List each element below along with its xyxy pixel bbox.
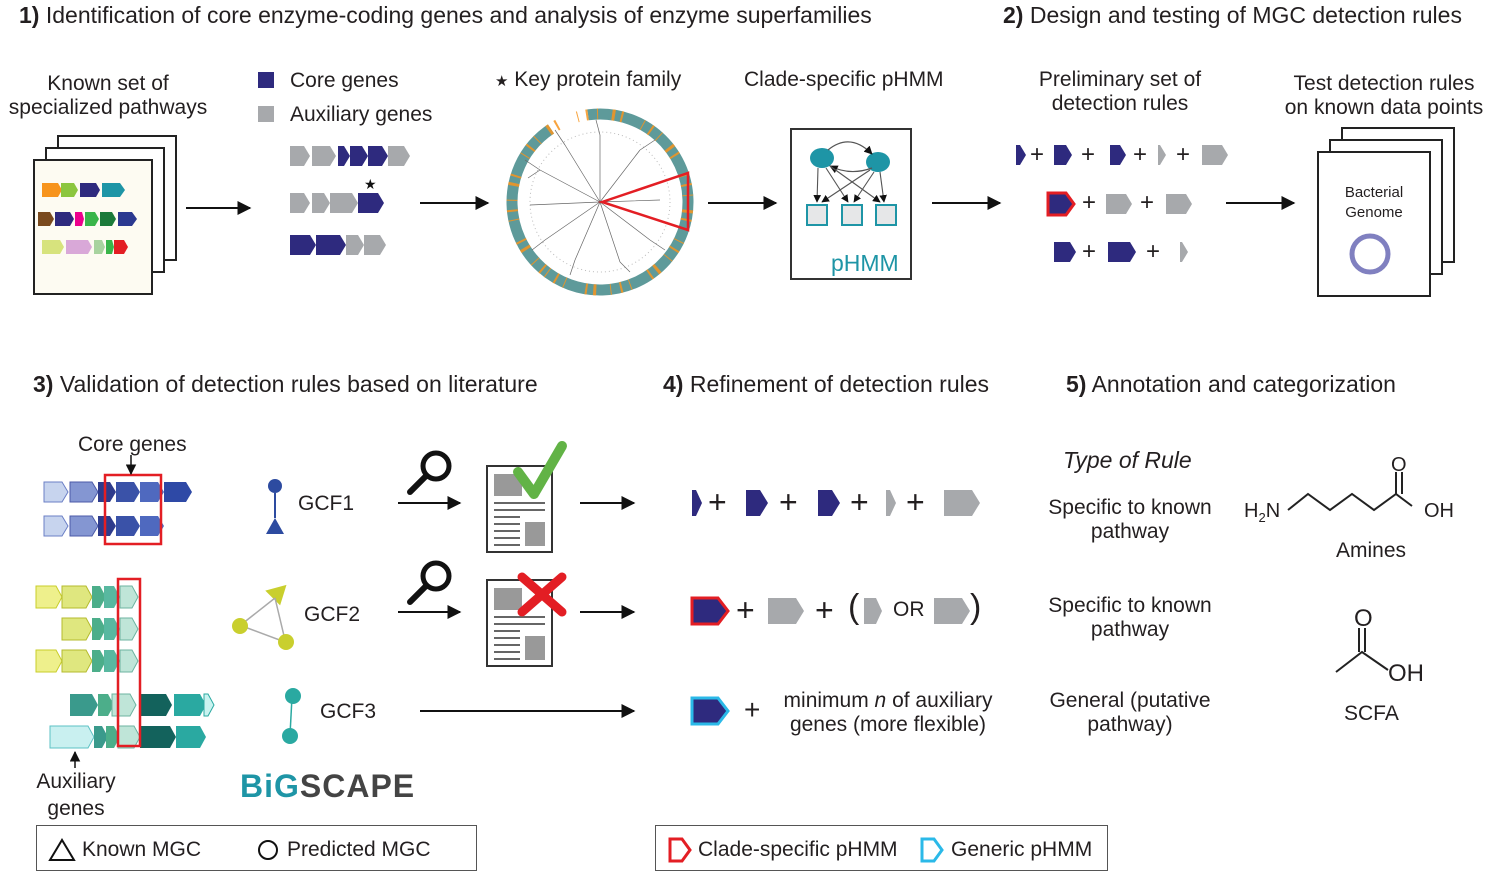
star-icon: ★ bbox=[495, 73, 509, 90]
section-4-title: 4) Refinement of detection rules bbox=[663, 371, 990, 397]
cross-icon bbox=[517, 572, 567, 617]
clade-specific-phmm-legend-label: Clade-specific pHMM bbox=[698, 838, 898, 861]
amine-oh-label: OH bbox=[1424, 500, 1454, 522]
preliminary-rules bbox=[1016, 145, 1228, 262]
plus-sign: + bbox=[744, 694, 761, 725]
triangle-icon bbox=[48, 838, 76, 861]
plus-sign: + bbox=[736, 592, 755, 628]
scfa-structure bbox=[1335, 628, 1389, 673]
checkmark-icon bbox=[513, 441, 567, 499]
core-genes-label: Core genes bbox=[78, 433, 187, 456]
red-arrow-icon bbox=[668, 837, 692, 863]
gcf2-network bbox=[232, 584, 294, 650]
plus-sign: + bbox=[1140, 189, 1155, 216]
plus-sign: + bbox=[779, 484, 798, 520]
bigscape-logo: BiGSCAPE bbox=[240, 768, 416, 804]
known-pathways-pages bbox=[33, 135, 177, 295]
bacterial-genome-pages bbox=[1317, 127, 1455, 297]
amine-structure bbox=[1287, 472, 1413, 512]
core-gene-swatch bbox=[258, 72, 274, 88]
plus-sign: + bbox=[850, 484, 869, 520]
section-2-title: 2) Design and testing of MGC detection r… bbox=[1003, 2, 1462, 28]
plus-sign: + bbox=[1176, 141, 1191, 168]
refined-rules bbox=[690, 490, 980, 726]
circle-icon bbox=[258, 840, 278, 860]
section-5-title: 5) Annotation and categorization bbox=[1066, 371, 1396, 397]
plus-sign: + bbox=[708, 484, 727, 520]
mgc-legend bbox=[36, 825, 477, 871]
gcf1-network bbox=[266, 479, 284, 534]
plus-sign: + bbox=[906, 484, 925, 520]
plus-sign: + bbox=[1082, 189, 1097, 216]
magnifier-icon bbox=[407, 560, 452, 605]
gcf2-label: GCF2 bbox=[304, 603, 361, 626]
section-1-title: 1) Identification of core enzyme-coding … bbox=[19, 2, 872, 28]
core-genes-label: Core genes bbox=[290, 69, 399, 92]
amine-h2n-label: H2N bbox=[1244, 500, 1281, 525]
gcf3-label: GCF3 bbox=[320, 700, 377, 723]
scfa-oh-label: OH bbox=[1388, 660, 1424, 687]
generic-phmm-legend-label: Generic pHMM bbox=[951, 838, 1093, 861]
phmm-diagram bbox=[790, 128, 912, 280]
plus-sign: + bbox=[1146, 238, 1161, 265]
section-3-title: 3) Validation of detection rules based o… bbox=[33, 371, 538, 397]
known-mgc-label: Known MGC bbox=[82, 838, 202, 861]
phylogenetic-tree bbox=[506, 108, 694, 296]
pathway-gene-rows bbox=[38, 183, 137, 254]
scfa-o-label: O bbox=[1354, 605, 1373, 632]
key-protein-family-label: ★ Key protein family bbox=[495, 68, 682, 91]
clade-specific-phmm-label: Clade-specific pHMM bbox=[744, 68, 944, 91]
amines-label: Amines bbox=[1336, 539, 1407, 562]
amine-o-label: O bbox=[1391, 454, 1407, 476]
close-paren: ) bbox=[970, 588, 982, 626]
gcf1-clusters bbox=[43, 455, 192, 546]
type-of-rule-label: Type of Rule bbox=[1063, 447, 1192, 473]
gcf3-network bbox=[282, 688, 301, 744]
predicted-mgc-label: Predicted MGC bbox=[287, 838, 431, 861]
auxiliary-genes-label: Auxiliary genes bbox=[290, 103, 433, 126]
step1-gene-rows: ★ bbox=[290, 146, 410, 255]
scfa-label: SCFA bbox=[1344, 702, 1399, 725]
phmm-legend bbox=[655, 825, 1108, 871]
or-label: OR bbox=[893, 598, 925, 621]
phmm-box-label: pHMM bbox=[831, 250, 899, 276]
auxiliary-gene-swatch bbox=[258, 106, 274, 122]
plus-sign: + bbox=[1081, 141, 1096, 168]
plus-sign: + bbox=[815, 592, 834, 628]
star-icon: ★ bbox=[364, 176, 377, 192]
gcf1-label: GCF1 bbox=[298, 492, 355, 515]
gcf2-gcf3-clusters bbox=[35, 577, 215, 768]
magnifier-icon bbox=[407, 450, 452, 495]
open-paren: ( bbox=[848, 588, 860, 626]
plus-sign: + bbox=[1082, 238, 1097, 265]
plus-sign: + bbox=[1133, 141, 1148, 168]
cyan-arrow-icon bbox=[920, 837, 944, 863]
plus-sign: + bbox=[1030, 141, 1045, 168]
